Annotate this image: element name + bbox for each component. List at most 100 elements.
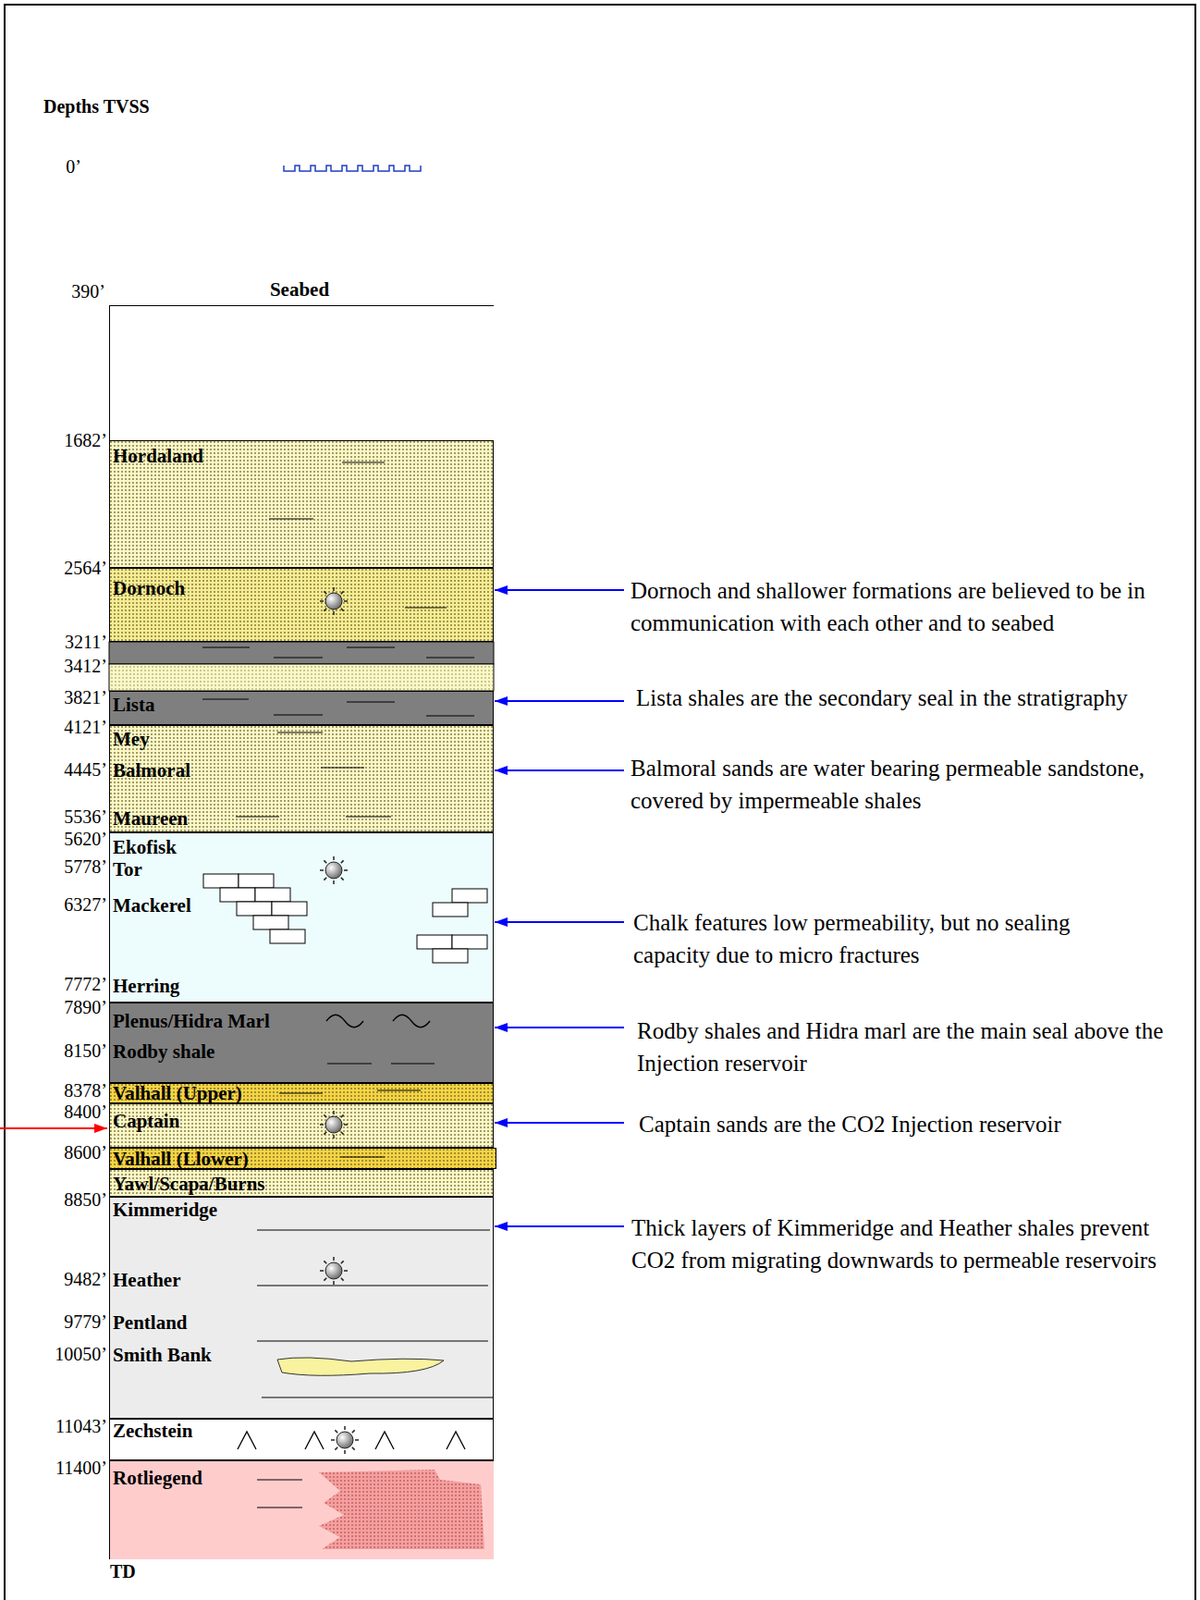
chalk-brick	[236, 901, 272, 916]
formation-name: Ekofisk	[112, 837, 177, 858]
hydrocarbon-symbol	[319, 1256, 348, 1285]
chalk-brick	[271, 901, 307, 916]
formation-name: Heather	[112, 1270, 181, 1290]
symbol-ray	[332, 1134, 335, 1139]
symbol-ray	[332, 587, 335, 591]
sea-surface-symbol	[283, 165, 421, 172]
formation-band: Hordaland	[109, 440, 494, 568]
shale-band	[109, 641, 494, 664]
callout-note: Rodby shales and Hidra marl are the main…	[636, 1014, 1188, 1079]
lithology-line	[377, 1089, 421, 1090]
page-frame	[4, 4, 1196, 1600]
lithology-line	[261, 1395, 493, 1397]
depth-label: 0’	[65, 156, 82, 177]
callout-arrow	[494, 920, 625, 923]
depth-label: 5778’	[63, 856, 108, 877]
lithology-line	[391, 1062, 435, 1064]
depth-label: 10050’	[54, 1343, 108, 1364]
lithology-line	[279, 1091, 323, 1093]
callout-arrow	[494, 588, 625, 591]
depth-label: 6327’	[63, 893, 108, 915]
symbol-disc	[325, 861, 343, 879]
lithology-symbols	[110, 306, 495, 441]
callout-arrow	[494, 1026, 625, 1029]
symbol-ray	[341, 608, 344, 612]
symbol-ray	[341, 1260, 344, 1263]
total-depth-label: TD	[110, 1560, 136, 1581]
chalk-brick	[269, 929, 306, 943]
depth-label: 11400’	[55, 1457, 108, 1478]
chalk-brick	[416, 934, 453, 949]
sandstone-body	[318, 1469, 485, 1549]
symbol-ray	[330, 1438, 335, 1441]
evaporite-symbol	[446, 1431, 466, 1449]
formation-name: Smith Bank	[112, 1345, 212, 1365]
lithology-line	[320, 766, 365, 768]
symbol-ray	[341, 1131, 344, 1135]
formation-name: Pentland	[112, 1312, 188, 1333]
formation-name: Herring	[112, 976, 180, 996]
sand-stipple	[110, 664, 494, 691]
lithology-line	[257, 1284, 489, 1286]
symbol-ray	[323, 1114, 327, 1117]
formation-name: Hordaland	[112, 446, 204, 466]
lithology-line	[273, 713, 323, 715]
formation-name: Tor	[112, 859, 143, 880]
symbol-disc	[325, 1115, 343, 1133]
callout-arrow	[494, 769, 625, 772]
lithology-line	[404, 606, 447, 608]
depth-label: 11043’	[55, 1415, 108, 1436]
formation-name: Dornoch	[112, 578, 185, 599]
symbol-ray	[323, 859, 327, 863]
symbol-ray	[343, 1425, 346, 1430]
evaporite-symbol	[237, 1431, 257, 1449]
lithology-line	[235, 815, 280, 817]
depth-label: 5620’	[63, 828, 108, 849]
lithology-line	[257, 1339, 489, 1341]
formation-name: Valhall (Llower)	[112, 1149, 249, 1169]
symbol-ray	[343, 1123, 348, 1126]
symbol-ray	[341, 859, 344, 863]
chalk-brick	[452, 888, 488, 903]
lithology-line	[342, 461, 385, 463]
depth-label: 8600’	[63, 1141, 108, 1163]
lithology-symbols	[110, 691, 495, 726]
symbol-ray	[323, 877, 327, 881]
symbol-ray	[341, 1114, 344, 1117]
depth-label: 5536’	[63, 806, 108, 827]
symbol-ray	[352, 1446, 356, 1450]
symbol-ray	[332, 1280, 335, 1285]
symbol-disc	[336, 1431, 354, 1448]
shale-band: Lista	[109, 690, 494, 725]
formation-name: Mackerel	[112, 895, 192, 916]
depth-label: 9482’	[63, 1268, 108, 1289]
sand-band	[109, 663, 494, 691]
formation-name: Rotliegend	[112, 1468, 203, 1488]
chalk-brick	[220, 887, 256, 902]
lithology-line	[327, 1062, 372, 1064]
seabed-label: Seabed	[269, 280, 330, 300]
symbol-ray	[323, 608, 327, 612]
symbol-ray	[332, 856, 335, 860]
lithology-line	[269, 517, 314, 519]
axis-title: Depths TVSS	[43, 96, 150, 117]
symbol-disc	[325, 1261, 343, 1279]
lithology-line	[426, 714, 475, 716]
lithology-line	[257, 1478, 303, 1480]
shale-dash	[202, 646, 250, 648]
hydrocarbon-symbol	[319, 856, 348, 884]
hydrocarbon-symbol	[319, 587, 348, 615]
lithology-line	[257, 1228, 490, 1230]
callout-arrow	[494, 1224, 625, 1227]
formation-name: Zechstein	[112, 1420, 193, 1441]
symbol-ray	[334, 1429, 338, 1433]
shale-dash	[273, 656, 323, 658]
salt-band: Zechstein	[109, 1418, 494, 1460]
callout-note: Lista shales are the secondary seal in t…	[636, 681, 1187, 714]
callout-arrow	[494, 1121, 625, 1124]
depth-label: 4445’	[63, 759, 108, 780]
symbol-ray	[341, 590, 344, 594]
shale-dash	[426, 656, 475, 658]
callout-note: Thick layers of Kimmeridge and Heather s…	[631, 1211, 1187, 1276]
symbol-ray	[343, 1449, 346, 1454]
